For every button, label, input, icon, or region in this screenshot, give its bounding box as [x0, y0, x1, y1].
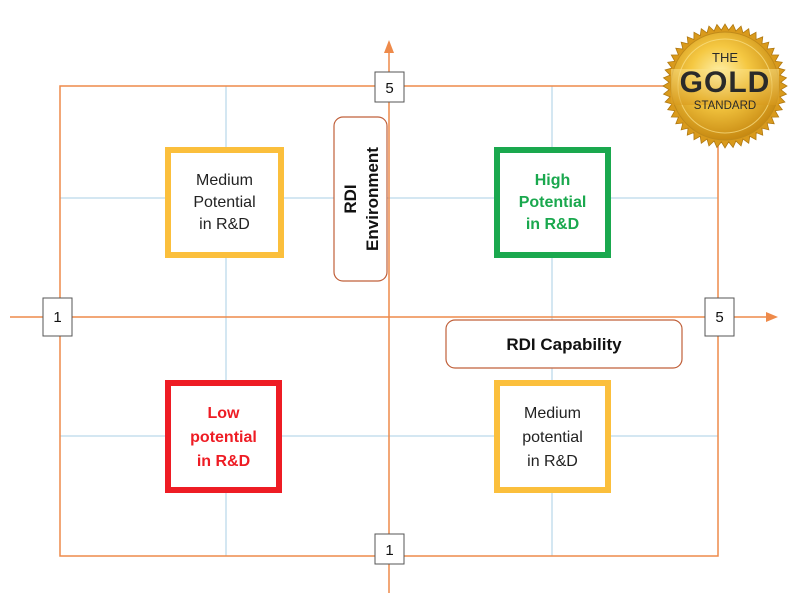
quadrant-top-right-box: [494, 147, 611, 258]
x-max-label: 5: [715, 309, 723, 326]
quadrant-bottom-left-box: [165, 380, 282, 493]
quadrant-bottom-right-line2: potential: [522, 429, 583, 446]
y-axis-title: RDI Environment: [341, 147, 382, 251]
y-max-label: 5: [385, 80, 393, 97]
badge-line1: THE: [712, 50, 738, 65]
quadrant-top-left: Medium Potential in R&D: [165, 147, 284, 258]
quadrant-top-left-line1: Medium: [196, 172, 253, 189]
quadrant-bottom-left: Low potential in R&D: [165, 380, 282, 493]
x-min-label: 1: [53, 309, 61, 326]
quadrant-bottom-left-line1: Low: [208, 405, 241, 422]
quadrant-top-right: High Potential in R&D: [494, 147, 611, 258]
y-axis-arrowhead: [384, 40, 394, 53]
x-max-box: [704, 297, 735, 337]
x-axis-title: RDI Capability: [506, 335, 622, 354]
quadrant-top-left-line3: in R&D: [199, 216, 250, 233]
quadrant-top-left-box: [165, 147, 284, 258]
quadrant-bottom-left-line2: potential: [190, 429, 257, 446]
quadrant-bottom-right-line1: Medium: [524, 405, 581, 422]
y-max-box: [374, 71, 405, 103]
quadrant-bottom-right-line3: in R&D: [527, 453, 578, 470]
quadrant-top-right-line2: Potential: [519, 194, 587, 211]
axis-tick-labels: 5 1 1 5: [42, 71, 735, 565]
quadrant-top-right-line1: High: [535, 172, 571, 189]
y-axis-title-line1: RDI: [341, 184, 360, 213]
quadrant-top-right-line3: in R&D: [526, 216, 579, 233]
x-axis-arrowhead: [766, 312, 778, 322]
y-axis-title-box: [333, 116, 388, 282]
gold-standard-badge: THE GOLD STANDARD: [662, 23, 788, 149]
y-axis-title-line2: Environment: [363, 147, 382, 251]
quadrant-bottom-left-line3: in R&D: [197, 453, 250, 470]
quadrant-bottom-right-box: [494, 380, 611, 493]
badge-line3: STANDARD: [694, 100, 756, 112]
badge-band: [671, 69, 779, 105]
quadrant-bottom-right: Medium potential in R&D: [494, 380, 611, 493]
quadrant-top-left-line2: Potential: [193, 194, 255, 211]
y-min-box: [374, 533, 405, 565]
badge-line2: GOLD: [680, 66, 771, 99]
x-min-box: [42, 297, 73, 337]
x-axis-title-box: [445, 319, 683, 369]
axes: [10, 40, 778, 593]
y-min-label: 1: [385, 542, 393, 559]
